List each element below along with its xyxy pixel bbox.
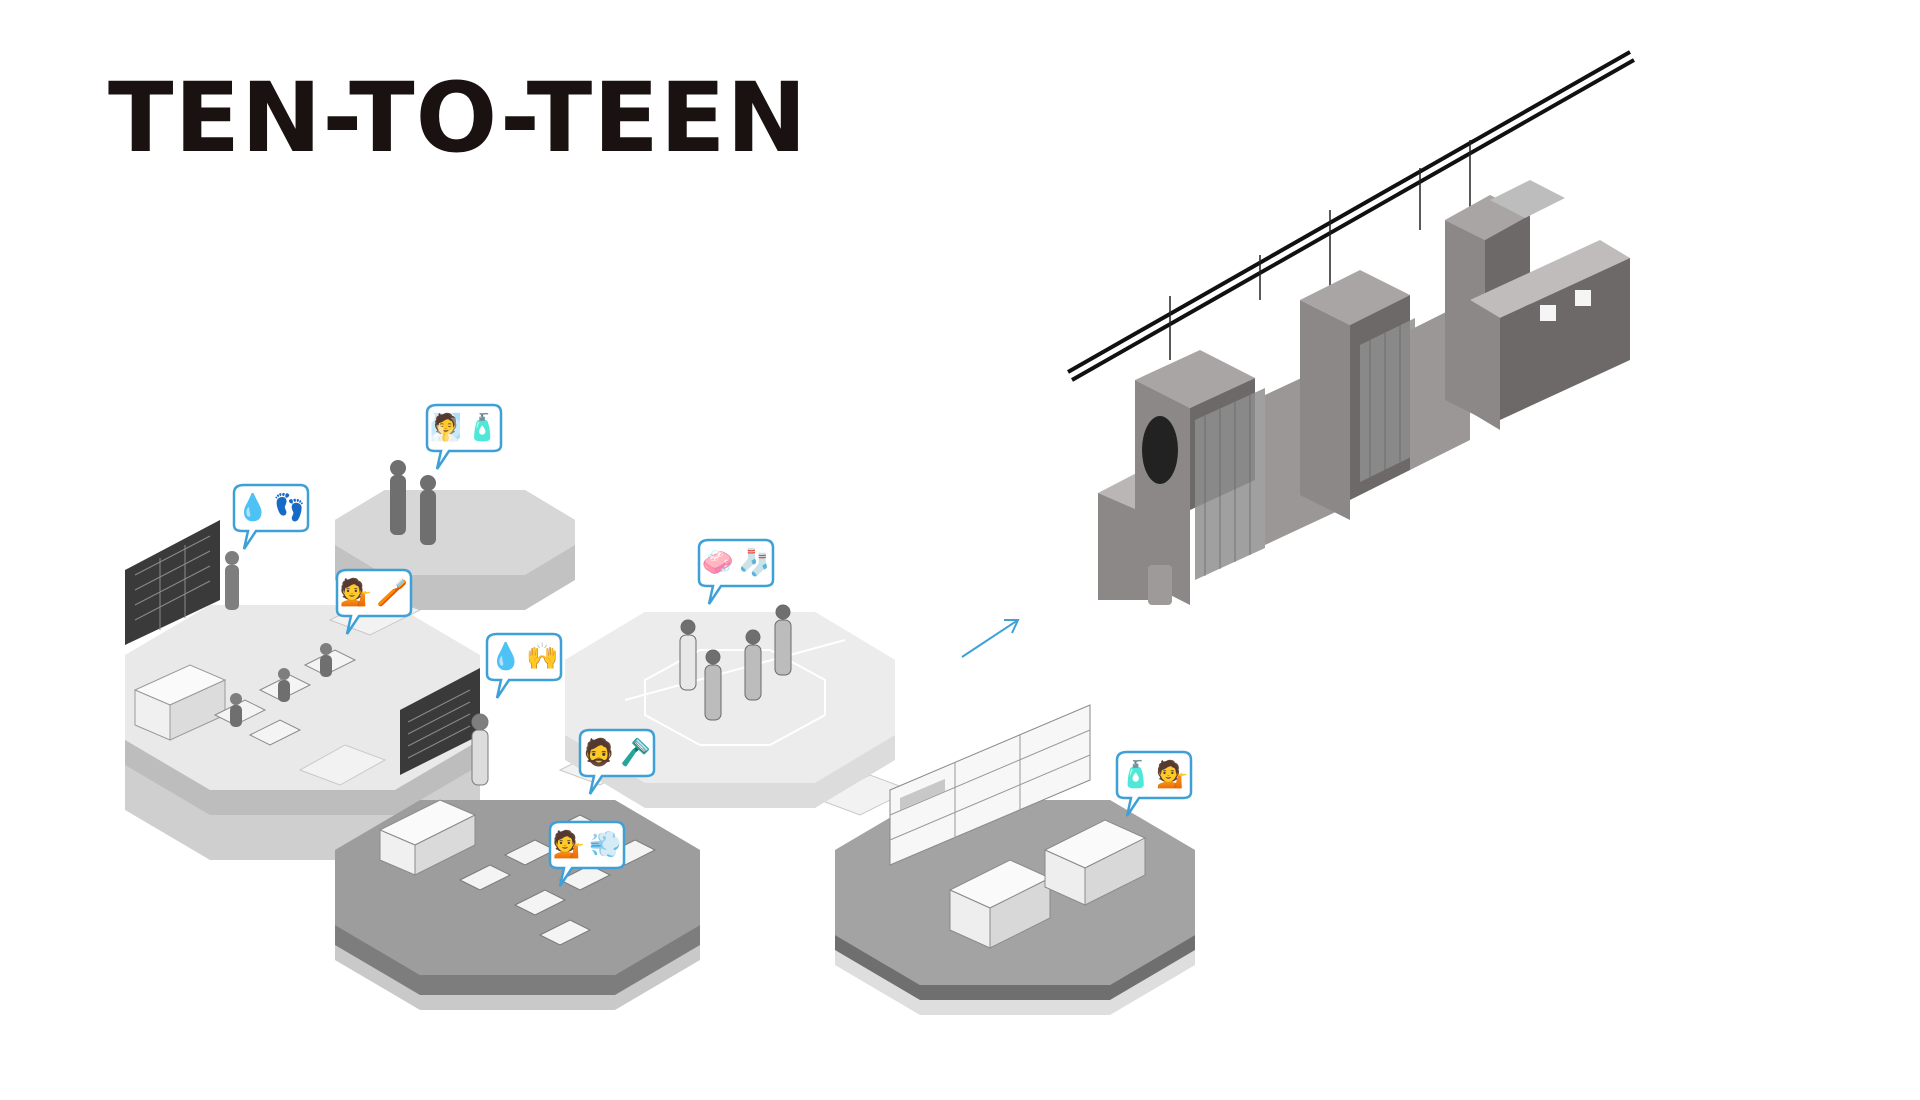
people-classroom-1 bbox=[225, 551, 332, 727]
people-lounge bbox=[390, 460, 436, 545]
bookshelves bbox=[889, 704, 1091, 866]
speech-bubble bbox=[578, 728, 656, 795]
student-desks-2 bbox=[458, 814, 657, 946]
teacher-2 bbox=[471, 713, 489, 786]
speech-bubble bbox=[548, 820, 626, 887]
page-title: TEN-TO-TEEN bbox=[108, 62, 808, 174]
direction-arrow bbox=[961, 619, 1020, 658]
speech-bubble bbox=[697, 538, 775, 605]
blackboard-1 bbox=[125, 520, 220, 645]
blackboard-2 bbox=[400, 668, 480, 775]
speech-bubble bbox=[485, 632, 563, 699]
teacher-desk-1 bbox=[133, 664, 227, 741]
speech-bubble bbox=[335, 568, 413, 635]
speech-bubble bbox=[1115, 750, 1193, 817]
speech-bubble bbox=[425, 403, 503, 470]
speech-bubble bbox=[232, 483, 310, 550]
wash-unit bbox=[1067, 50, 1635, 605]
players bbox=[679, 604, 792, 721]
teacher-desk-2 bbox=[378, 799, 477, 876]
reception-desks bbox=[948, 819, 1147, 949]
